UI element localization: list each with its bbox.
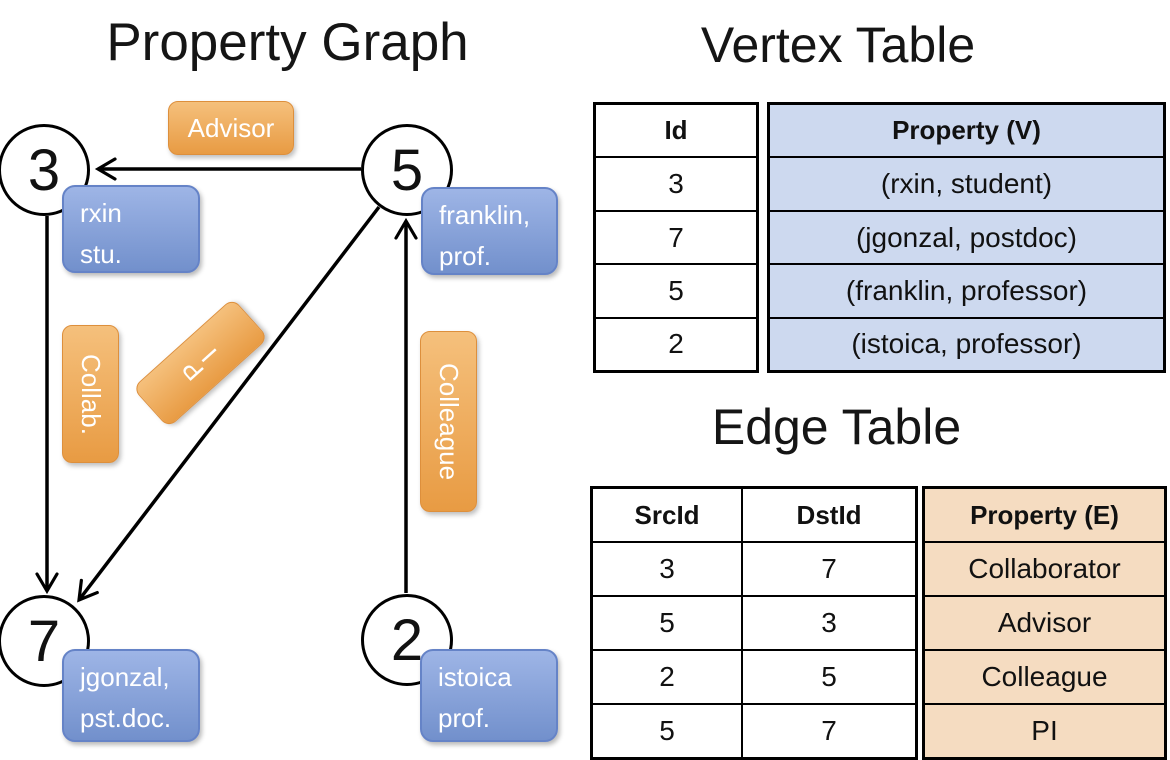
vertex-table-id-cell: 7 bbox=[596, 209, 756, 263]
edge-table-header-row: SrcId DstId bbox=[593, 489, 915, 541]
vertex-table-id-cell: 2 bbox=[596, 316, 756, 370]
vertex-table-header-id: Id bbox=[664, 115, 688, 146]
vertex-table-header-property: Property (V) bbox=[892, 115, 1041, 146]
vertex-table-property-column: Property (V) (rxin, student) (jgonzal, p… bbox=[767, 102, 1166, 373]
edge-label-collab: Collab. bbox=[62, 325, 119, 463]
edge-table-id-row: 3 7 bbox=[593, 541, 915, 595]
edge-table-srcid-cell: 2 bbox=[659, 661, 675, 692]
edge-table-property-column: Property (E) Collaborator Advisor Collea… bbox=[922, 486, 1167, 760]
vertex-property-line: franklin, bbox=[439, 200, 531, 230]
edge-table-id-row: 5 3 bbox=[593, 595, 915, 649]
vertex-table-property-cell: (istoica, professor) bbox=[770, 316, 1163, 370]
vertex-table-id-column: Id 3 7 5 2 bbox=[593, 102, 759, 373]
vertex-property-line: rxin bbox=[80, 198, 122, 228]
vertex-table-property-cell: (franklin, professor) bbox=[770, 263, 1163, 316]
edge-table-header-srcid: SrcId bbox=[634, 499, 700, 530]
vertex-table-property-cell: (rxin, student) bbox=[770, 156, 1163, 209]
edge-table-title: Edge Table bbox=[711, 399, 962, 455]
node-id-5: 5 bbox=[390, 137, 424, 203]
vertex-property-line: istoica bbox=[438, 662, 512, 692]
edge-table-id-row: 2 5 bbox=[593, 649, 915, 703]
node-circle-3: 3 bbox=[0, 124, 90, 216]
edge-table-property-cell: Collaborator bbox=[925, 541, 1164, 595]
edge-table-property-cell: PI bbox=[925, 703, 1164, 757]
edge-table-header-property: Property (E) bbox=[970, 499, 1119, 530]
edge-table-dstid-cell: 5 bbox=[741, 651, 915, 703]
vertex-property-line: prof. bbox=[438, 703, 491, 734]
graph-title: Property Graph bbox=[106, 13, 469, 72]
vertex-table-id-cell: 3 bbox=[596, 156, 756, 209]
node-id-7: 7 bbox=[27, 608, 61, 674]
vertex-table-title: Vertex Table bbox=[700, 17, 976, 73]
edge-table-dstid-cell: 7 bbox=[741, 543, 915, 595]
vertex-property-box-franklin: franklin, prof. bbox=[421, 187, 558, 275]
vertex-property-line: pst.doc. bbox=[80, 703, 172, 734]
vertex-property-box-istoica: istoica prof. bbox=[420, 649, 558, 742]
edge-table-ids-columns: SrcId DstId 3 7 5 3 2 5 5 7 bbox=[590, 486, 918, 760]
vertex-property-line: stu. bbox=[80, 239, 122, 270]
vertex-property-line: jgonzal, bbox=[80, 662, 170, 692]
edge-pi-5-to-7 bbox=[77, 205, 381, 603]
edge-table-srcid-cell: 3 bbox=[659, 553, 675, 584]
edge-table-srcid-cell: 5 bbox=[659, 607, 675, 638]
node-id-2: 2 bbox=[390, 607, 424, 673]
node-id-3: 3 bbox=[27, 137, 61, 203]
vertex-table-id-cell: 5 bbox=[596, 263, 756, 316]
edge-label-advisor: Advisor bbox=[168, 101, 294, 155]
edge-table-header-dstid: DstId bbox=[741, 489, 915, 541]
edge-table-dstid-cell: 7 bbox=[741, 705, 915, 757]
edge-label-colleague: Colleague bbox=[420, 331, 477, 512]
edge-table-property-cell: Advisor bbox=[925, 595, 1164, 649]
vertex-property-box-rxin: rxin stu. bbox=[62, 185, 200, 273]
vertex-table-property-cell: (jgonzal, postdoc) bbox=[770, 209, 1163, 263]
edge-table-id-row: 5 7 bbox=[593, 703, 915, 757]
vertex-property-box-jgonzal: jgonzal, pst.doc. bbox=[62, 649, 200, 742]
edge-table-srcid-cell: 5 bbox=[659, 715, 675, 746]
edge-table-property-cell: Colleague bbox=[925, 649, 1164, 703]
vertex-property-line: prof. bbox=[439, 241, 492, 272]
edge-table-dstid-cell: 3 bbox=[741, 597, 915, 649]
